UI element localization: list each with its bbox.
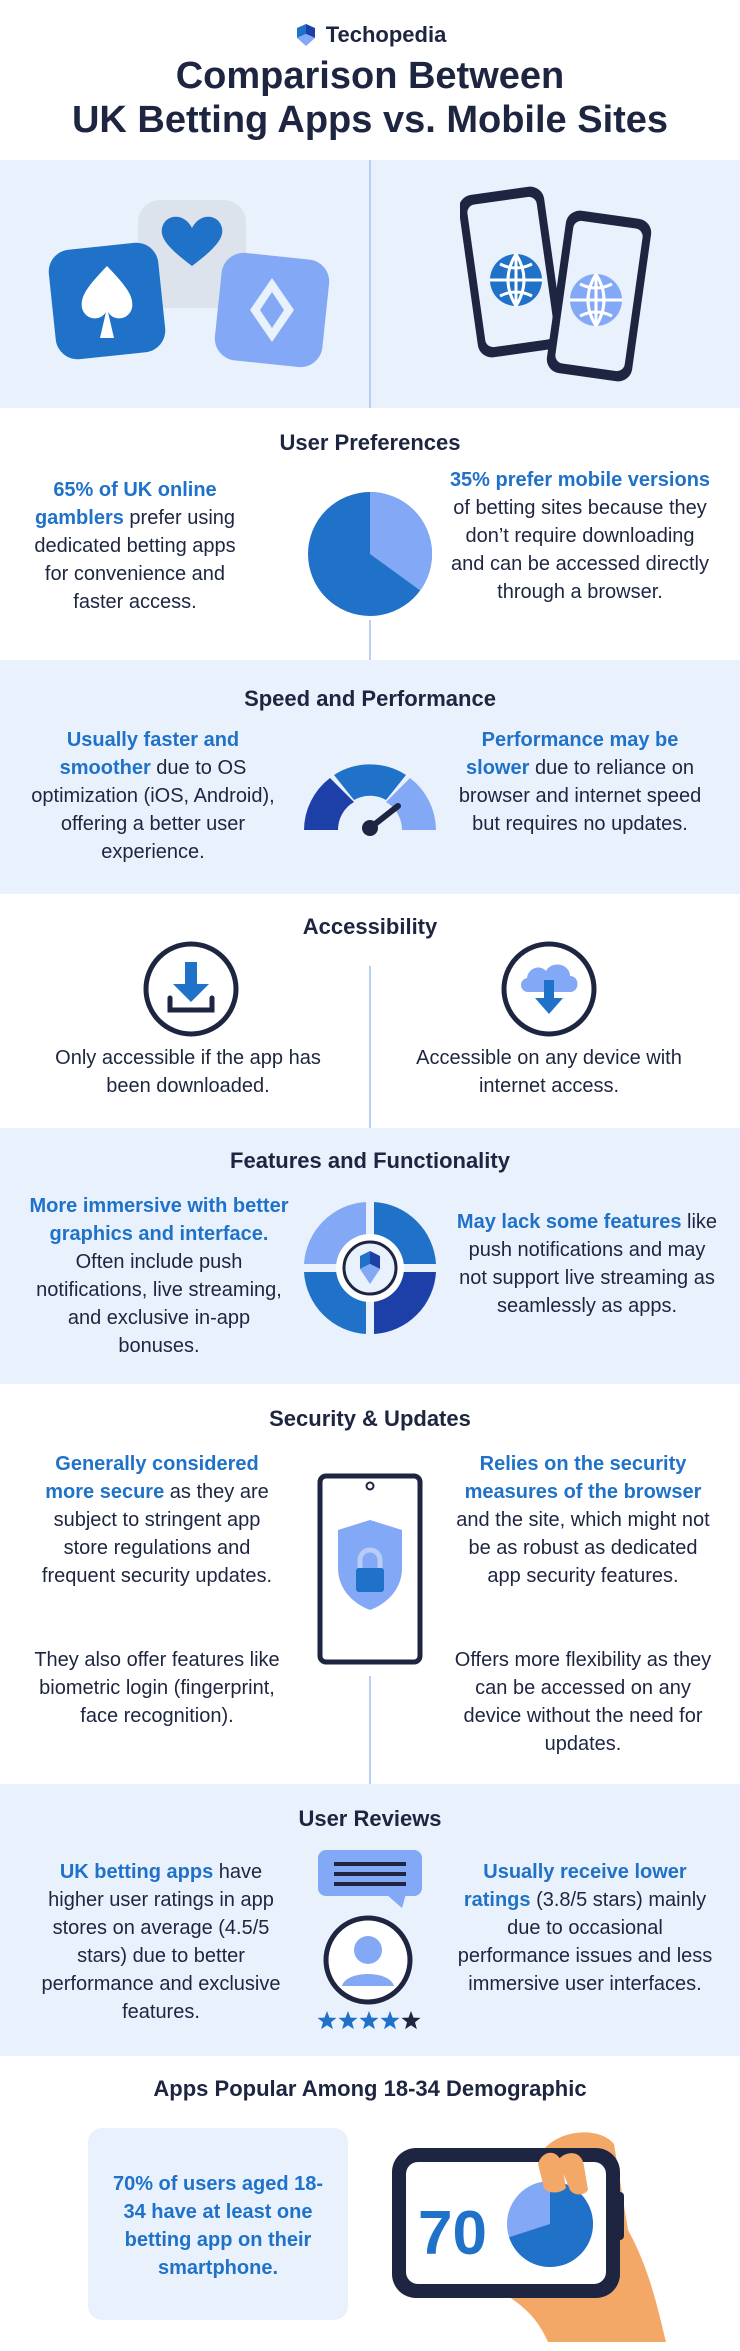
star-filled-icon	[359, 2011, 379, 2030]
mobile-reviews-text: Usually receive lower ratings (3.8/5 sta…	[457, 1861, 713, 1995]
apps-speed-text: Usually faster and smoother due to OS op…	[31, 729, 275, 863]
center-divider	[369, 1676, 371, 1784]
user-avatar-icon	[323, 1915, 413, 2005]
mobile-access-text: Accessible on any device with internet a…	[416, 1047, 682, 1097]
section-title: Apps Popular Among 18-34 Demographic	[153, 2076, 587, 2101]
brand-name: Techopedia	[325, 22, 447, 47]
apps-preference-text: 65% of UK online gamblers prefer using d…	[34, 479, 236, 613]
mobile-security-text: Relies on the security measures of the b…	[456, 1453, 710, 1587]
star-filled-icon	[317, 2011, 337, 2030]
center-divider	[369, 160, 371, 408]
speedometer-icon	[304, 764, 436, 836]
apps-security-extra-text: They also offer features like biometric …	[34, 1649, 280, 1727]
speed-section: Speed and Performance Usually faster and…	[0, 660, 740, 894]
center-divider	[369, 620, 371, 660]
section-title: Features and Functionality	[230, 1148, 510, 1173]
two-phones-globe-icon	[460, 186, 652, 382]
accessibility-section: Accessibility Only accessible if the app…	[0, 894, 740, 1128]
demographic-stat-card: 70% of users aged 18-34 have at least on…	[88, 2128, 348, 2320]
mobile-features-text: May lack some features like push notific…	[456, 1211, 718, 1317]
section-title: Security & Updates	[269, 1406, 471, 1431]
page-title: Comparison Between UK Betting Apps vs. M…	[71, 55, 669, 141]
cloud-download-icon	[501, 941, 597, 1037]
apps-access-text: Only accessible if the app has been down…	[55, 1047, 321, 1097]
center-divider	[369, 966, 371, 1128]
demographic-stat-text: 70% of users aged 18-34 have at least on…	[112, 2173, 324, 2279]
download-icon	[143, 941, 239, 1037]
star-rating	[317, 2011, 421, 2030]
star-empty-icon	[401, 2011, 421, 2030]
security-section: Security & Updates Generally considered …	[0, 1384, 740, 1784]
big-percent-number: 70	[418, 2199, 487, 2268]
brand-logo[interactable]: Techopedia	[0, 22, 740, 48]
user-preferences-section: User Preferences 65% of UK online gamble…	[0, 408, 740, 660]
section-title: User Reviews	[298, 1806, 442, 1831]
section-title: Accessibility	[302, 914, 438, 939]
features-section: Features and Functionality More immersiv…	[0, 1128, 740, 1384]
techopedia-logo-icon	[296, 24, 315, 46]
playing-cards-icon	[48, 200, 330, 368]
mobile-preference-text: 35% prefer mobile versions of betting si…	[449, 469, 711, 603]
mobile-security-extra-text: Offers more flexibility as they can be a…	[454, 1649, 712, 1755]
demographic-section: Apps Popular Among 18-34 Demographic	[0, 2056, 740, 2351]
hand-holding-phone-illustration: 70	[392, 2132, 666, 2342]
apps-security-text: Generally considered more secure as they…	[41, 1453, 273, 1587]
section-title: Speed and Performance	[244, 686, 496, 711]
secure-phone-icon	[317, 1473, 423, 1665]
mobile-speed-text: Performance may be slower due to relianc…	[458, 729, 702, 835]
features-dial-icon	[304, 1202, 436, 1334]
hero-band	[0, 160, 740, 408]
preference-pie-chart	[308, 492, 432, 616]
star-filled-icon	[380, 2011, 400, 2030]
chat-bubble-icon	[318, 1850, 422, 1908]
pie-slice-mobile	[370, 492, 432, 591]
star-filled-icon	[338, 2011, 358, 2030]
apps-reviews-text: UK betting apps have higher user ratings…	[41, 1861, 281, 2023]
apps-features-text: More immersive with better graphics and …	[29, 1195, 289, 1357]
demographic-pie-slice	[509, 2181, 593, 2267]
reviews-section: User Reviews UK betting apps have higher…	[0, 1784, 740, 2056]
section-title: User Preferences	[279, 430, 461, 455]
